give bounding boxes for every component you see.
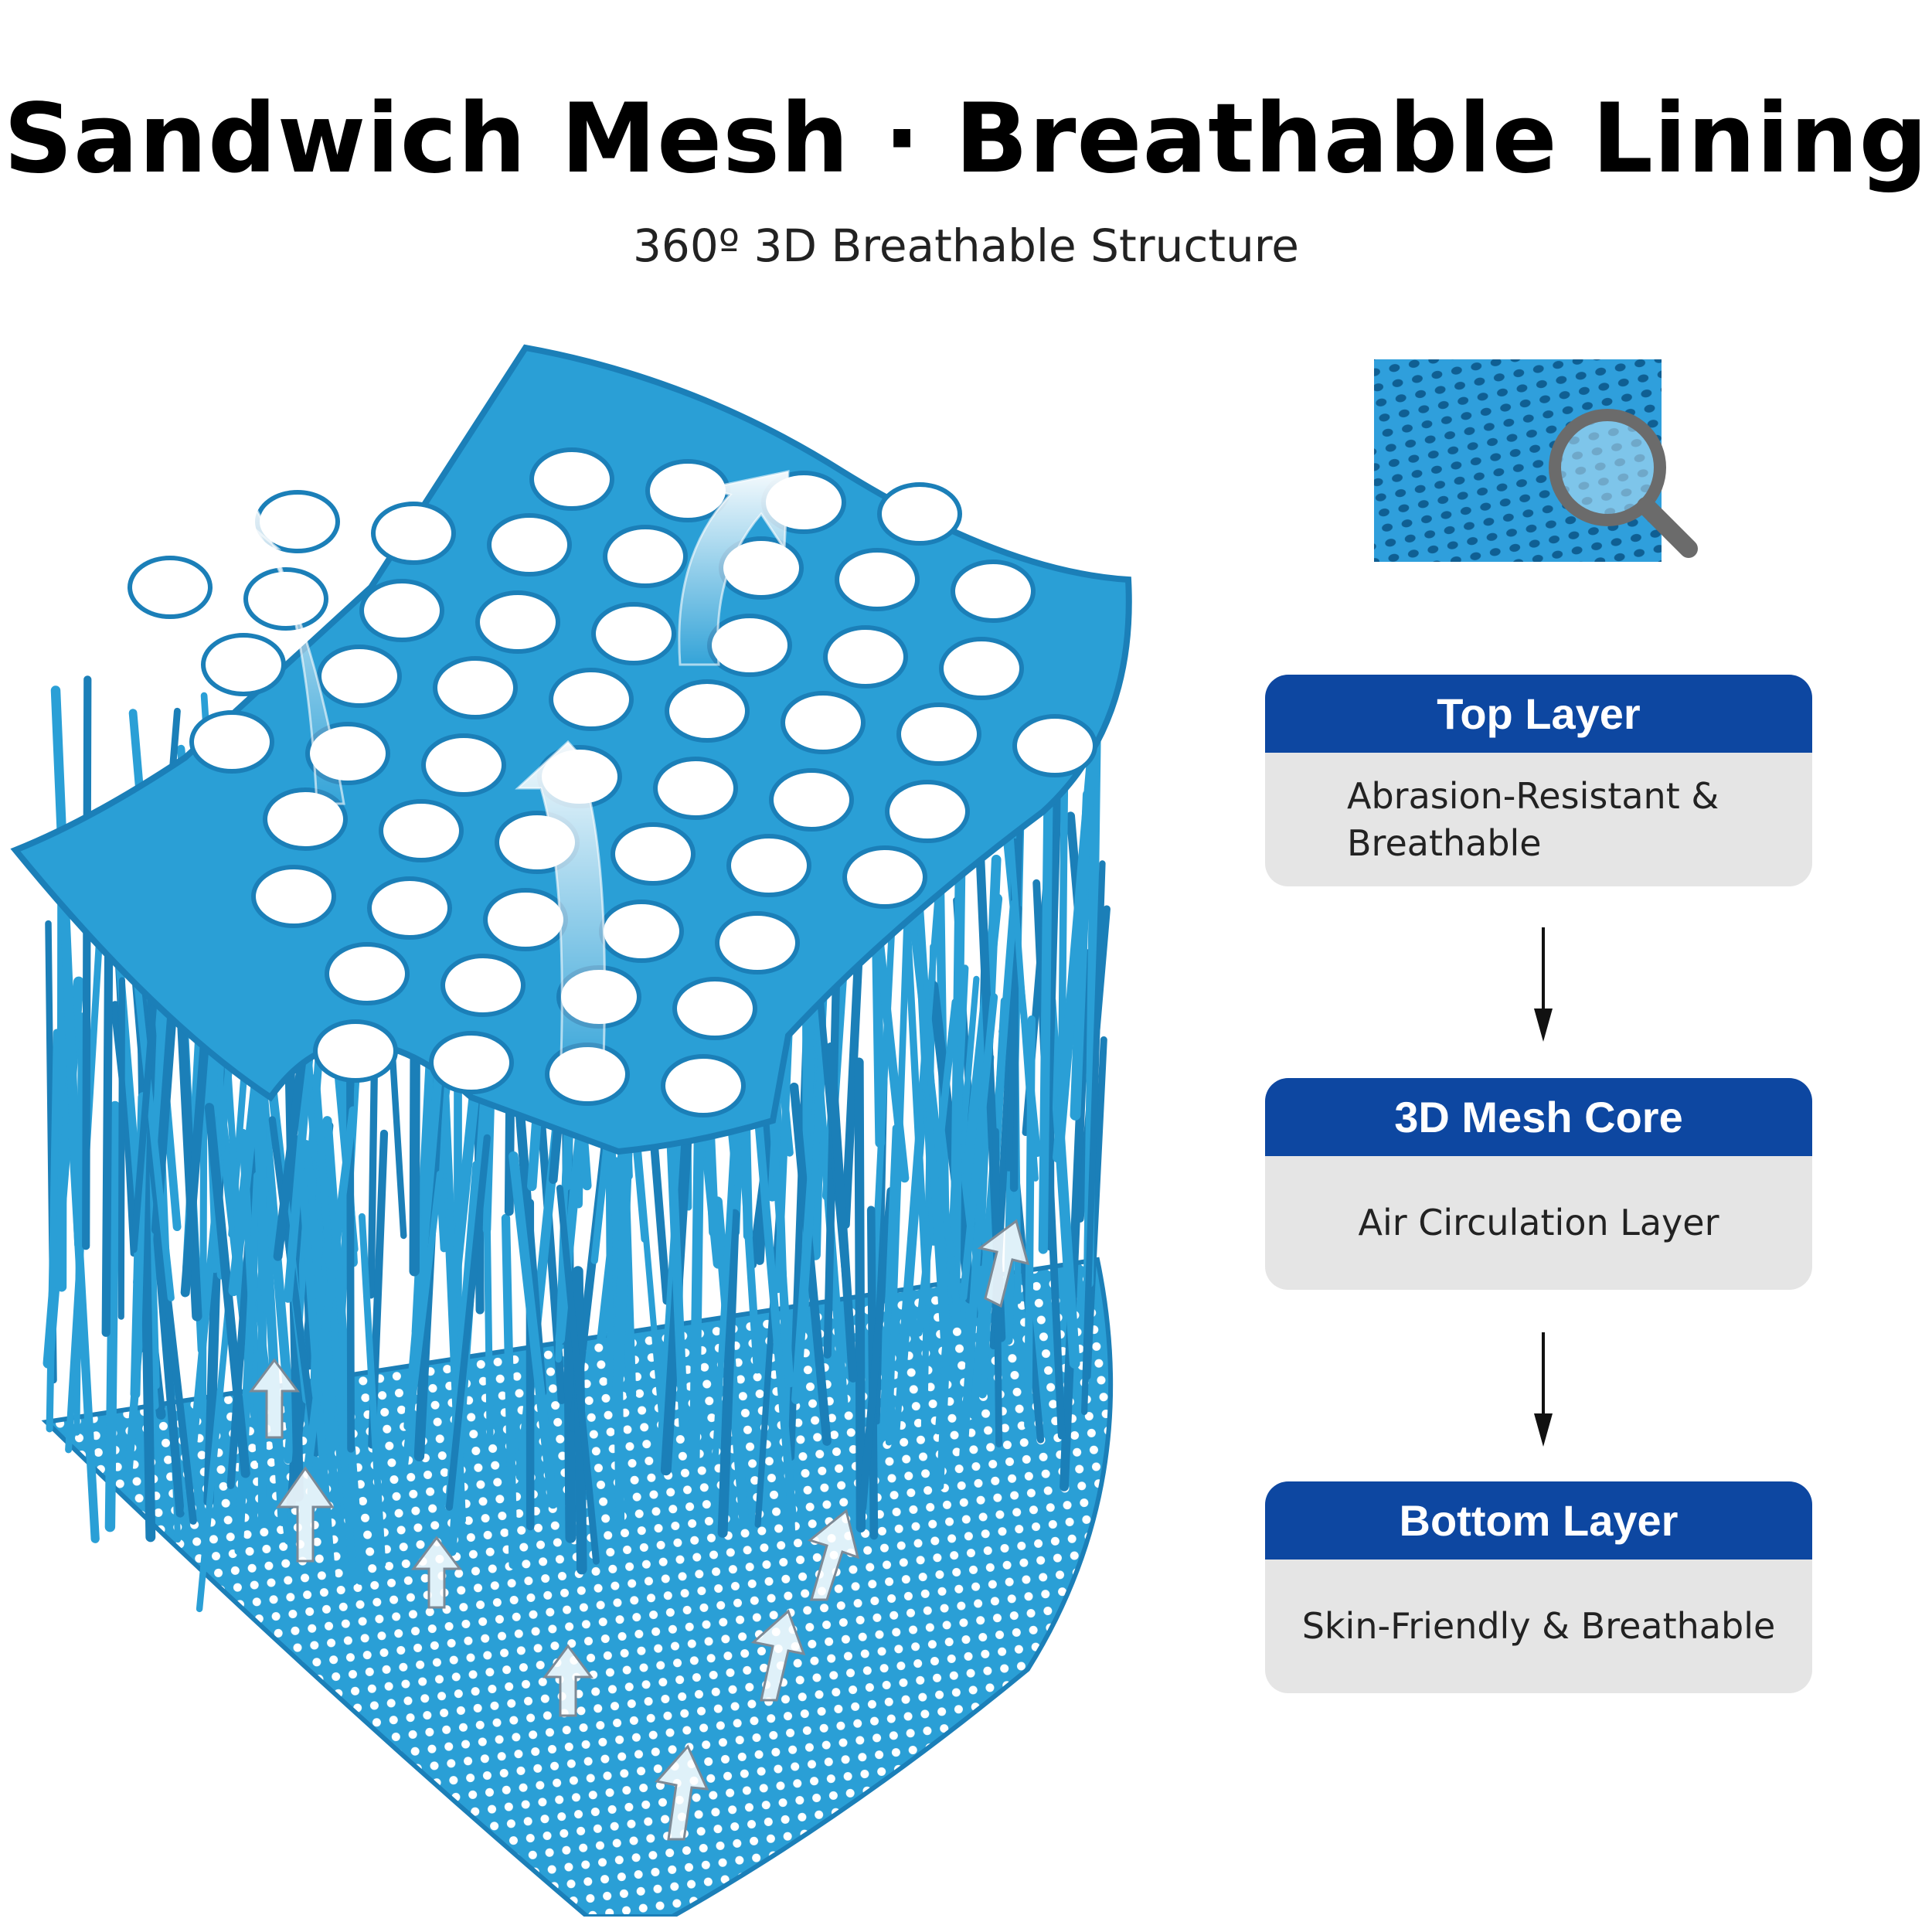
layer-card-description: Abrasion-Resistant & Breathable: [1347, 774, 1719, 864]
sandwich-mesh-illustration: [10, 344, 1132, 1917]
layer-card-bottom: Bottom Layer Skin-Friendly & Breathable: [1265, 1481, 1812, 1693]
airflow-arrow-icon: [222, 481, 345, 805]
layer-card-core: 3D Mesh Core Air Circulation Layer: [1265, 1078, 1812, 1290]
airflow-arrows-top: [222, 470, 790, 1083]
layer-card-title: Top Layer: [1265, 675, 1812, 753]
airflow-arrow-icon: [678, 470, 790, 666]
layer-card-description: Air Circulation Layer: [1358, 1202, 1719, 1244]
page-title: Sandwich Mesh · Breathable Lining: [3, 83, 1929, 195]
airflow-arrow-icon: [750, 1609, 806, 1702]
layer-card-description: Skin-Friendly & Breathable: [1301, 1605, 1776, 1648]
page-subtitle: 360º 3D Breathable Structure: [633, 219, 1299, 272]
layer-card-top: Top Layer Abrasion-Resistant & Breathabl…: [1265, 675, 1812, 886]
arrow-down-icon: [1534, 927, 1553, 1042]
arrow-down-icon: [1534, 1332, 1553, 1447]
layer-card-title: 3D Mesh Core: [1265, 1078, 1812, 1156]
mesh-zoom-swatch: [1374, 359, 1698, 562]
airflow-arrows-bottom: [249, 1219, 1030, 1841]
airflow-arrow-icon: [543, 1644, 594, 1717]
airflow-arrow-icon: [807, 1509, 860, 1601]
airflow-arrow-icon: [977, 1219, 1030, 1308]
magnifier-icon: [1549, 409, 1698, 558]
airflow-arrow-icon: [515, 740, 614, 1083]
airflow-arrow-icon: [655, 1744, 709, 1841]
airflow-arrow-icon: [276, 1466, 335, 1563]
layer-card-title: Bottom Layer: [1265, 1481, 1812, 1560]
airflow-arrow-icon: [249, 1358, 300, 1439]
airflow-arrow-icon: [411, 1536, 462, 1609]
